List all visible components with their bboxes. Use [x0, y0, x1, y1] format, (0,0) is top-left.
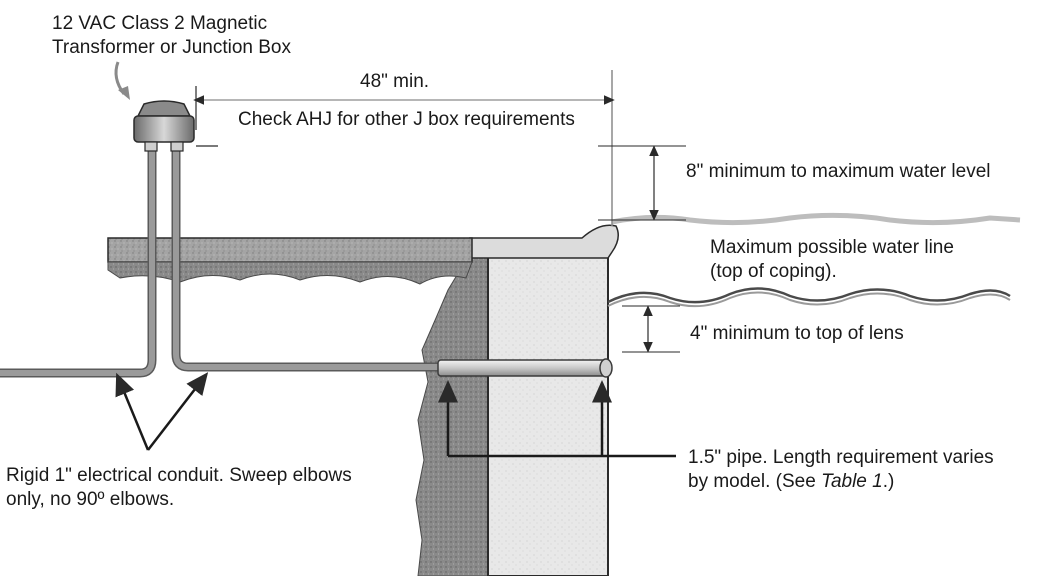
- max-water-label-line1: Maximum possible water line: [710, 237, 954, 258]
- soil-mass: [415, 257, 491, 576]
- coping: [469, 224, 619, 259]
- distance-dimension: [193, 70, 615, 226]
- lens-clearance-dimension: [622, 305, 680, 353]
- deck-underside: [107, 261, 473, 285]
- water-surface: [607, 287, 1011, 304]
- conduit-callout: [115, 372, 209, 451]
- distance-label: 48" min.: [360, 71, 430, 92]
- pipe-label-line2: by model. (See Table 1.): [688, 470, 894, 493]
- pool-wall: [487, 255, 609, 576]
- pipe-callout: [438, 380, 676, 458]
- max-water-label-line2: (top of coping).: [710, 261, 837, 282]
- deck-slab: [107, 237, 473, 263]
- conduit-label-line2: only, no 90º elbows.: [6, 489, 175, 510]
- max-water-surface: [611, 212, 1021, 226]
- table-reference: Table 1: [821, 471, 883, 492]
- ahj-note: Check AHJ for other J box requirements: [238, 109, 575, 130]
- pipe-label-line1: 1.5" pipe. Length requirement varies: [688, 447, 994, 468]
- niche-pipe: [437, 359, 609, 377]
- conduit-label-line1: Rigid 1" electrical conduit. Sweep elbow…: [6, 465, 352, 486]
- junction-box-icon: [133, 100, 195, 152]
- transformer-label-line2: Transformer or Junction Box: [52, 37, 291, 58]
- water-clearance-label: 8" minimum to maximum water level: [686, 161, 991, 182]
- lens-clearance-label: 4" minimum to top of lens: [690, 323, 904, 344]
- transformer-label-line1: 12 VAC Class 2 Magnetic: [52, 13, 268, 34]
- pipe-label-suffix: .): [882, 471, 895, 492]
- pipe-label-prefix: by model. (See: [688, 471, 822, 492]
- water-clearance-dimension: [598, 145, 686, 221]
